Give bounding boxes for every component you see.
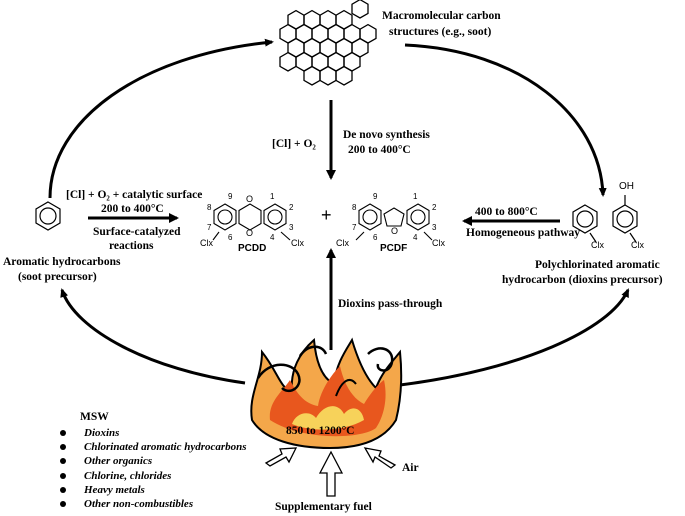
- chlorophenol-molecule: [612, 195, 638, 243]
- polychlorinated-label-2: hydrocarbon (dioxins precursor): [502, 274, 663, 286]
- pcdd-clx-left: Clx: [200, 238, 213, 248]
- msw-title: MSW: [80, 411, 109, 423]
- pcdf-pos-3: 3: [432, 223, 437, 232]
- pcdf-oxygen: O: [391, 226, 399, 236]
- pcdf-pos-1: 1: [413, 192, 418, 201]
- bullet-icon: [60, 486, 66, 493]
- homogeneous-pathway-label: Homogeneous pathway: [466, 227, 581, 239]
- hydroxyl-label: OH: [619, 181, 634, 192]
- pcdd-pos-1: 1: [270, 192, 275, 201]
- pcdf-label: PCDF: [380, 243, 408, 254]
- cycle-arrow-bottom-left: [60, 288, 246, 385]
- de-novo-temp-label: 200 to 400°C: [348, 144, 411, 156]
- surface-top-label: [Cl] + O₂ + catalytic surface: [66, 189, 203, 201]
- plus-sign: +: [321, 205, 332, 225]
- bullet-icon: [60, 472, 66, 479]
- inflow-arrows: [264, 447, 397, 497]
- msw-list-item: Dioxins: [58, 426, 247, 440]
- bullet-icon: [60, 501, 66, 508]
- cycle-arrow-top-right: [404, 43, 607, 197]
- pcdd-oxygen-bottom: O: [246, 228, 254, 238]
- pcdf-molecule: [355, 203, 433, 241]
- pass-through-label: Dioxins pass-through: [338, 298, 443, 310]
- combustion-temp-label: 850 to 1200°C: [286, 425, 355, 437]
- bullet-icon: [60, 430, 66, 436]
- msw-list-item: Chlorinated aromatic hydrocarbons: [58, 440, 247, 454]
- pcdf-clx-left: Clx: [336, 238, 349, 248]
- surface-temp-label: 200 to 400°C: [101, 203, 164, 215]
- de-novo-label: De novo synthesis: [343, 129, 430, 141]
- benzene-molecule: [35, 201, 61, 231]
- surface-catalyzed-label-1: Surface-catalyzed: [93, 226, 181, 238]
- pcdf-pos-4: 4: [413, 233, 418, 242]
- pcdd-molecule: [212, 203, 291, 241]
- aromatic-label-2: (soot precursor): [18, 271, 97, 283]
- pcdd-pos-9: 9: [228, 192, 233, 201]
- pcdd-pos-8: 8: [207, 203, 212, 212]
- msw-list-item: Other organics: [58, 454, 247, 468]
- bullet-icon: [60, 458, 66, 465]
- pcdd-clx-right: Clx: [291, 238, 304, 248]
- homogeneous-temp-label: 400 to 800°C: [475, 206, 538, 218]
- macromolecular-label: Macromolecular carbon: [382, 10, 501, 22]
- polychlorinated-label-1: Polychlorinated aromatic: [535, 259, 660, 271]
- pcdd-pos-4: 4: [270, 233, 275, 242]
- chlorophenol-clx: Clx: [631, 240, 644, 250]
- pcdd-label: PCDD: [238, 243, 267, 254]
- pcdf-pos-9: 9: [373, 192, 378, 201]
- aromatic-label-1: Aromatic hydrocarbons: [3, 256, 121, 268]
- pcdd-pos-2: 2: [289, 203, 294, 212]
- pcdf-pos-6: 6: [373, 233, 378, 242]
- cycle-arrow-top-left: [48, 38, 274, 199]
- air-label: Air: [402, 462, 419, 474]
- cl-o2-label: [Cl] + O₂: [272, 138, 316, 150]
- soot-structure: [279, 0, 377, 86]
- cycle-arrow-bottom-right: [399, 288, 630, 387]
- supplementary-fuel-label: Supplementary fuel: [275, 501, 372, 513]
- msw-list-item: Other non-combustibles: [58, 497, 247, 511]
- msw-list-item: Heavy metals: [58, 483, 247, 497]
- pcdd-pos-7: 7: [207, 223, 212, 232]
- pcdd-oxygen-top: O: [246, 194, 254, 204]
- pcdf-pos-7: 7: [352, 223, 357, 232]
- pcdd-pos-6: 6: [228, 233, 233, 242]
- msw-list: Dioxins Chlorinated aromatic hydrocarbon…: [58, 426, 247, 511]
- pcdf-clx-right: Clx: [432, 238, 445, 248]
- chlorobenzene-molecule: [572, 204, 598, 243]
- pcdf-pos-8: 8: [352, 203, 357, 212]
- msw-list-item: Chlorine, chlorides: [58, 469, 247, 483]
- pcdf-pos-2: 2: [432, 203, 437, 212]
- surface-catalyzed-label-2: reactions: [109, 240, 154, 252]
- combustion-flame: [250, 337, 403, 450]
- pcdd-pos-3: 3: [289, 223, 294, 232]
- bullet-icon: [60, 444, 66, 451]
- chlorobenzene-clx: Clx: [591, 240, 604, 250]
- macromolecular-sub-label: structures (e.g., soot): [389, 26, 492, 38]
